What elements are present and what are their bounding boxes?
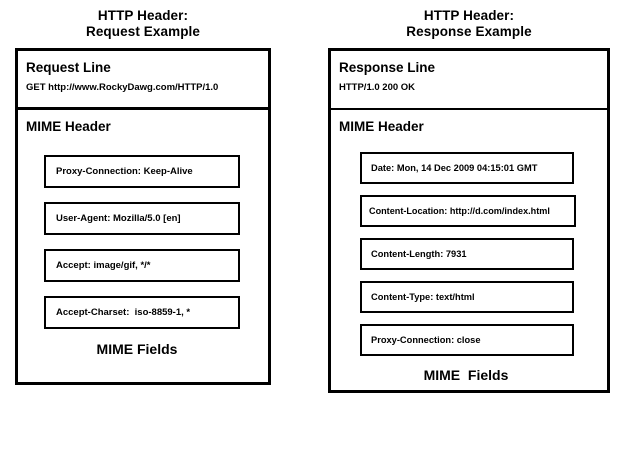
response-header-box: Response Line HTTP/1.0 200 OK MIME Heade…	[328, 48, 610, 393]
request-line-heading: Request Line	[26, 60, 111, 75]
mime-field-box: Date: Mon, 14 Dec 2009 04:15:01 GMT	[360, 152, 574, 184]
request-mime-fields-label: MIME Fields	[96, 341, 178, 357]
request-mime-header-section: MIME Header Proxy-Connection: Keep-Alive…	[18, 110, 268, 441]
response-line-section: Response Line HTTP/1.0 200 OK	[331, 51, 607, 110]
http-request-panel: HTTP Header: Request Example Request Lin…	[15, 0, 271, 385]
request-mime-header-heading: MIME Header	[26, 119, 111, 134]
http-response-panel: HTTP Header: Response Example Response L…	[328, 0, 610, 393]
mime-field-box: Accept-Charset: iso-8859-1, *	[44, 296, 240, 329]
mime-field-box: User-Agent: Mozilla/5.0 [en]	[44, 202, 240, 235]
request-header-box: Request Line GET http://www.RockyDawg.co…	[15, 48, 271, 385]
response-title-line-1: HTTP Header:	[423, 8, 515, 23]
request-mime-fields-stack: Proxy-Connection: Keep-Alive User-Agent:…	[18, 155, 268, 358]
mime-field-box: Content-Length: 7931	[360, 238, 574, 270]
response-line-value: HTTP/1.0 200 OK	[339, 82, 416, 93]
request-line-section: Request Line GET http://www.RockyDawg.co…	[18, 51, 268, 110]
response-line-heading: Response Line	[339, 60, 436, 75]
response-mime-fields-label: MIME Fields	[423, 367, 509, 383]
request-panel-title: HTTP Header: Request Example	[15, 0, 271, 40]
request-line-value: GET http://www.RockyDawg.com/HTTP/1.0	[26, 82, 219, 93]
response-title-line-2: Response Example	[406, 24, 532, 39]
response-panel-title: HTTP Header: Response Example	[328, 0, 610, 40]
response-mime-header-section: MIME Header Date: Mon, 14 Dec 2009 04:15…	[331, 110, 607, 449]
response-mime-fields-stack: Date: Mon, 14 Dec 2009 04:15:01 GMT Cont…	[331, 152, 607, 384]
response-mime-header-heading: MIME Header	[339, 119, 424, 134]
request-title-line-1: HTTP Header:	[97, 8, 189, 23]
mime-field-box: Content-Type: text/html	[360, 281, 574, 313]
mime-field-box: Content-Location: http://d.com/index.htm…	[360, 195, 576, 227]
mime-field-box: Accept: image/gif, */*	[44, 249, 240, 282]
request-title-line-2: Request Example	[85, 24, 201, 39]
mime-field-box: Proxy-Connection: Keep-Alive	[44, 155, 240, 188]
mime-field-box: Proxy-Connection: close	[360, 324, 574, 356]
